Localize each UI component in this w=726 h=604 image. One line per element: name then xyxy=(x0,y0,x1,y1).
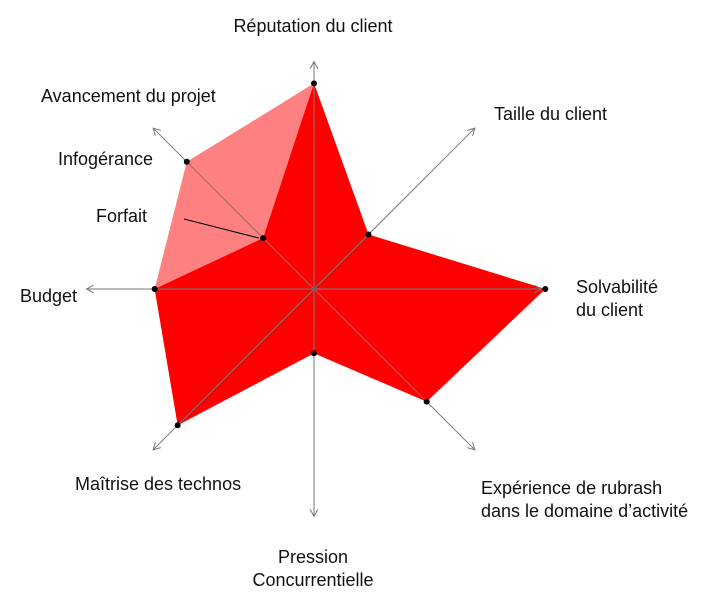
data-point-experience xyxy=(423,398,430,405)
axis-arrow-taille xyxy=(467,127,476,136)
axis-label-line: Pression xyxy=(278,547,348,567)
series-area-main xyxy=(154,83,546,426)
axis-label-line: Concurrentielle xyxy=(252,570,373,590)
axis-line-avancement xyxy=(152,127,315,290)
axis-arrow-budget xyxy=(85,284,94,294)
axis-label-maitrise: Maîtrise des technos xyxy=(75,474,241,494)
axis-arrow-avancement xyxy=(152,127,161,136)
axis-arrow-experience xyxy=(467,442,476,451)
axis-label-budget: Budget xyxy=(20,286,77,306)
data-point-pression xyxy=(311,350,317,357)
center-point xyxy=(312,287,316,291)
axis-arrow-solvabilite xyxy=(534,284,543,294)
data-point-solvabilite xyxy=(542,286,549,292)
marker-label-infogrance: Infogérance xyxy=(58,149,153,169)
axis-arrow-maitrise xyxy=(152,442,161,451)
marker-label-forfait: Forfait xyxy=(96,206,147,226)
axis-label-line: Avancement du projet xyxy=(41,86,216,106)
axis-label-avancement: Avancement du projet xyxy=(41,86,216,106)
data-point-reputation xyxy=(311,80,317,87)
axis-arrow-reputation xyxy=(309,60,319,69)
data-point-budget xyxy=(151,286,158,292)
forfait-leader-line xyxy=(183,218,260,239)
data-point-infogrance xyxy=(183,158,190,165)
axis-label-experience: Expérience de rubrash dans le domaine d’a… xyxy=(481,478,688,521)
axis-label-line: Budget xyxy=(20,286,77,306)
axis-label-line: Réputation du client xyxy=(233,16,392,36)
axis-line-maitrise xyxy=(152,288,315,451)
data-point-avancement xyxy=(260,235,267,242)
axis-label-line: du client xyxy=(576,300,643,320)
axis-arrow-pression xyxy=(309,509,319,518)
axis-label-line: Solvabilité xyxy=(576,277,658,297)
axis-label-taille: Taille du client xyxy=(494,104,607,124)
axis-line-taille xyxy=(313,127,476,290)
data-point-taille xyxy=(365,231,372,238)
axis-label-solvabilite: Solvabilité du client xyxy=(576,277,658,320)
axis-line-experience xyxy=(313,288,476,451)
data-point-maitrise xyxy=(174,422,181,429)
axis-label-reputation: Réputation du client xyxy=(233,16,392,36)
axis-label-line: Expérience de rubrash xyxy=(481,478,662,498)
axis-label-line: Maîtrise des technos xyxy=(75,474,241,494)
axis-label-line: dans le domaine d’activité xyxy=(481,501,688,521)
axis-label-line: Taille du client xyxy=(494,104,607,124)
